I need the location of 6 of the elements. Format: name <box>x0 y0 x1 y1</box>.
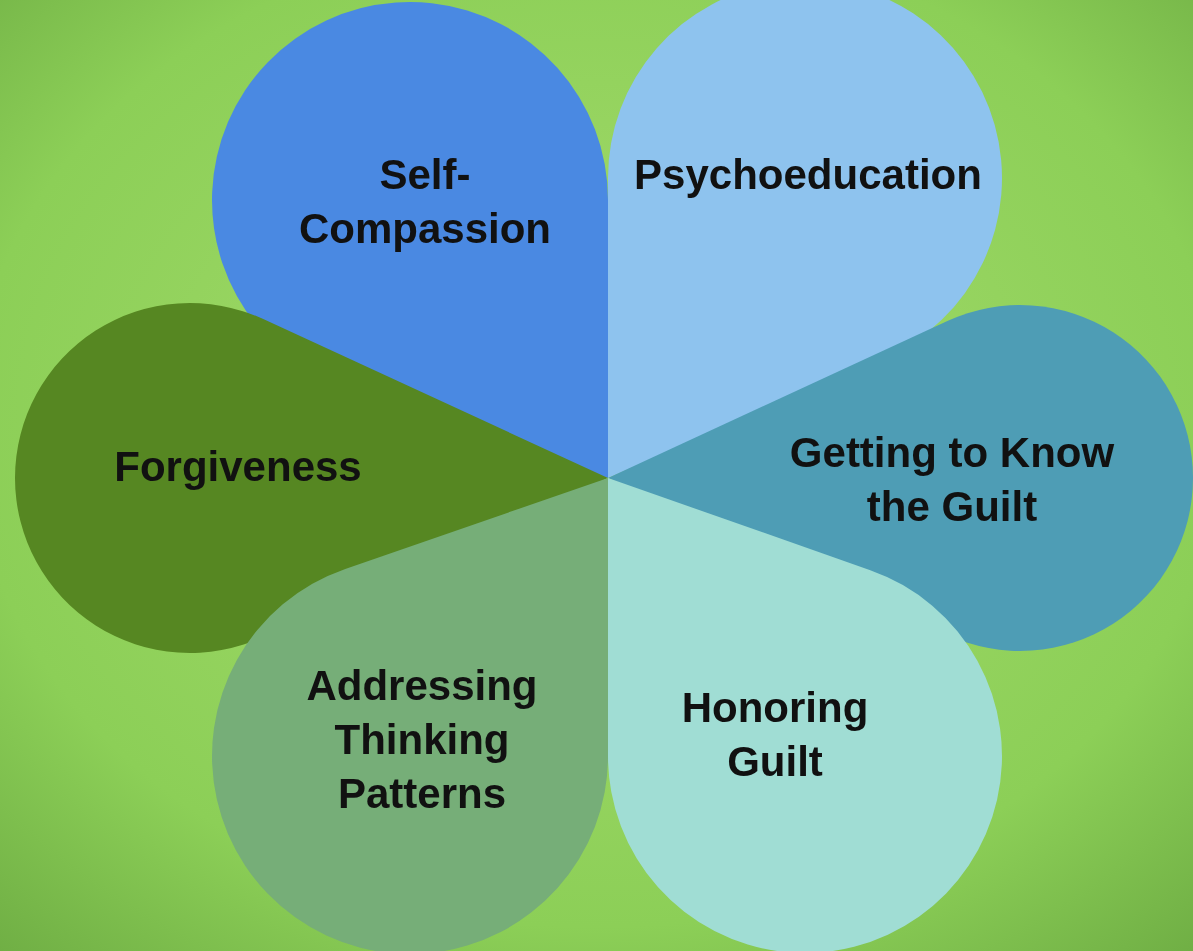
petal-label: Addressing Thinking Patterns <box>305 661 539 819</box>
petal-label: Getting to Know the Guilt <box>788 428 1116 532</box>
petal-label: Honoring Guilt <box>680 683 870 787</box>
petal-label: Psychoeducation <box>633 150 983 200</box>
petal-label: Forgiveness <box>113 442 363 492</box>
petal-label: Self-Compassion <box>297 150 552 254</box>
